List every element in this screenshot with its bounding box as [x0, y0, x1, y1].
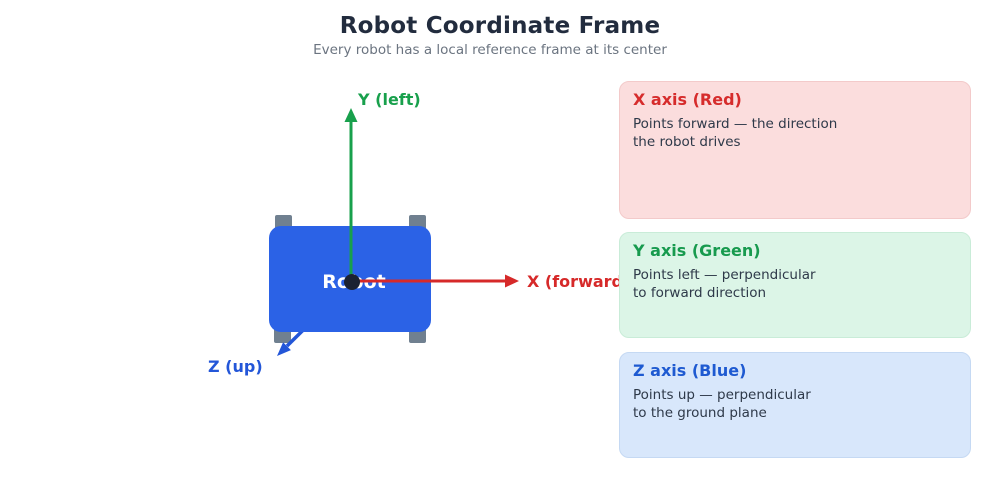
- z-axis-card-title: Z axis (Blue): [633, 361, 747, 380]
- x-axis-card-line1: Points forward — the direction: [633, 116, 838, 132]
- y-axis-arrowhead-icon: [344, 108, 358, 122]
- z-axis-card-line2: to the ground plane: [633, 405, 767, 421]
- page-subtitle: Every robot has a local reference frame …: [313, 42, 667, 58]
- page-title: Robot Coordinate Frame: [339, 13, 661, 39]
- x-axis-card-line2: the robot drives: [633, 134, 741, 150]
- y-axis-label: Y (left): [358, 90, 421, 109]
- z-axis-arrowhead-icon: [277, 342, 291, 356]
- x-axis-info-card: X axis (Red) Points forward — the direct…: [619, 81, 971, 219]
- x-axis-card-title: X axis (Red): [633, 90, 742, 109]
- origin-dot: [344, 274, 360, 290]
- y-axis-card-line1: Points left — perpendicular: [633, 267, 816, 283]
- z-axis-info-card: Z axis (Blue) Points up — perpendicular …: [619, 352, 971, 458]
- y-axis-info-card: Y axis (Green) Points left — perpendicul…: [619, 232, 971, 338]
- z-axis-card-line1: Points up — perpendicular: [633, 387, 811, 403]
- z-axis-label: Z (up): [208, 357, 263, 376]
- y-axis-card-line2: to forward direction: [633, 285, 767, 301]
- y-axis-card-title: Y axis (Green): [633, 241, 761, 260]
- x-axis-label: X (forward): [527, 272, 631, 291]
- x-axis-arrowhead-icon: [505, 274, 519, 288]
